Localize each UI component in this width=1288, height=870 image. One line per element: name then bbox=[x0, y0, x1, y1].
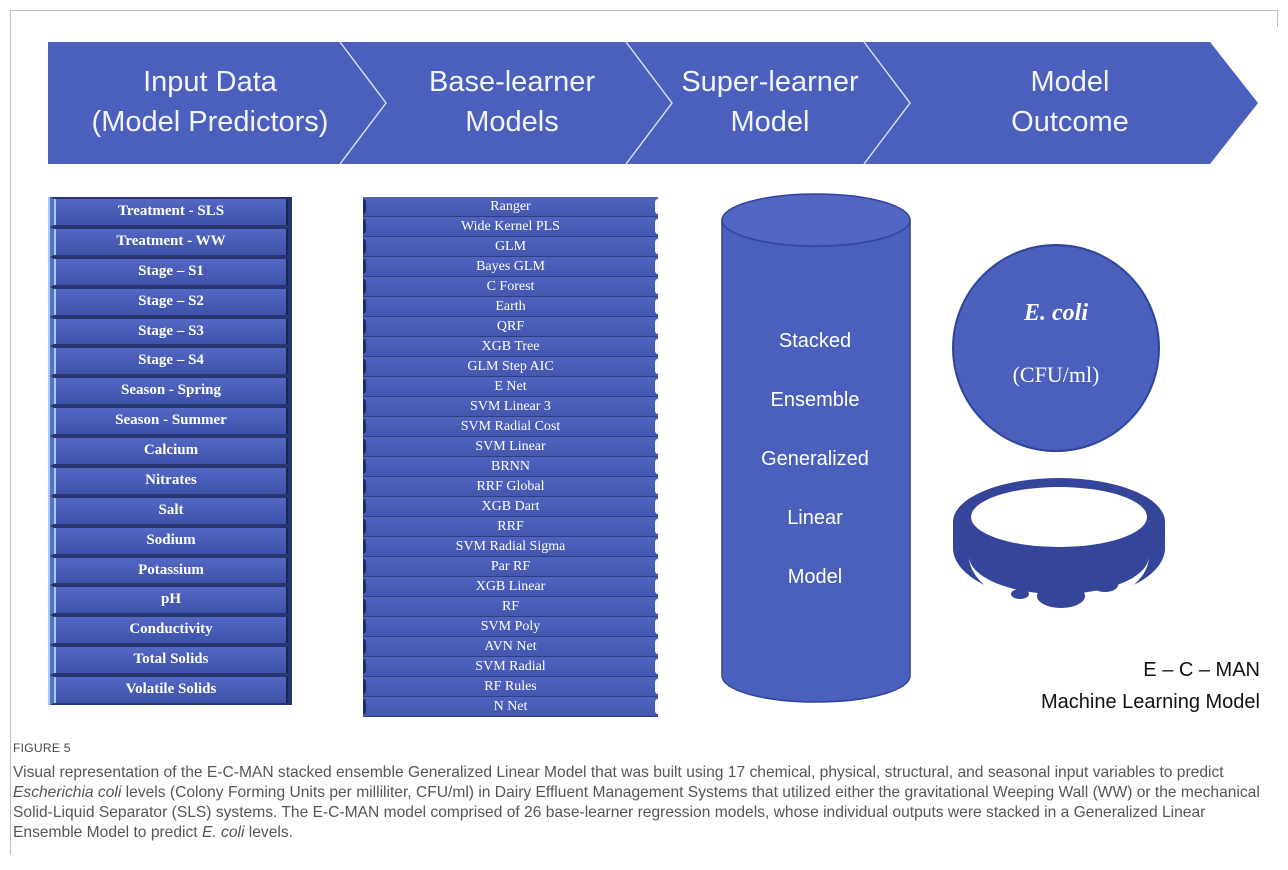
caption-italic: Escherichia coli bbox=[13, 784, 122, 801]
caption-text: levels (Colony Forming Units per millili… bbox=[13, 784, 1260, 841]
predictor-item: Season - Spring bbox=[50, 376, 292, 407]
predictor-item: Season - Summer bbox=[50, 406, 292, 437]
caption-text: levels. bbox=[244, 824, 293, 841]
predictor-item: Total Solids bbox=[50, 645, 292, 676]
predictor-item: Volatile Solids bbox=[50, 675, 292, 705]
outcome-title: E. coli bbox=[1024, 300, 1088, 326]
stage-model-outcome: Model Outcome bbox=[960, 62, 1180, 142]
outcome-unit: (CFU/ml) bbox=[1012, 362, 1100, 387]
cylinder-line-4: Linear bbox=[787, 507, 843, 529]
stage-line-2: Outcome bbox=[1011, 106, 1129, 138]
cylinder-line-5: Model bbox=[787, 566, 843, 588]
chevron-divider-3 bbox=[863, 41, 911, 165]
stage-line-2: Model bbox=[730, 106, 810, 138]
base-model-item: RF Rules bbox=[363, 677, 658, 697]
base-model-item: Par RF bbox=[363, 557, 658, 577]
base-model-item: SVM Radial Sigma bbox=[363, 537, 658, 557]
base-model-item: GLM bbox=[363, 237, 658, 257]
figure-frame bbox=[10, 10, 1278, 855]
stage-line-1: Input Data bbox=[143, 66, 277, 98]
base-model-item: C Forest bbox=[363, 277, 658, 297]
base-model-item: SVM Linear 3 bbox=[363, 397, 658, 417]
stage-line-2: (Model Predictors) bbox=[91, 106, 329, 138]
base-model-item: XGB Tree bbox=[363, 337, 658, 357]
base-model-item: XGB Linear bbox=[363, 577, 658, 597]
base-model-item: XGB Dart bbox=[363, 497, 658, 517]
predictor-item: Stage – S1 bbox=[50, 256, 292, 287]
caption-text: Visual representation of the E-C-MAN sta… bbox=[13, 764, 1224, 781]
predictor-item: Stage – S3 bbox=[50, 316, 292, 347]
predictor-item: Stage – S2 bbox=[50, 286, 292, 317]
flow-band bbox=[48, 42, 1258, 164]
branding-title: E – C – MAN bbox=[1143, 659, 1260, 681]
cylinder-line-2: Ensemble bbox=[770, 389, 860, 411]
stage-line-1: Base-learner bbox=[428, 66, 596, 98]
predictor-item: Calcium bbox=[50, 436, 292, 466]
stage-line-2: Models bbox=[465, 106, 559, 138]
predictor-item: Treatment - SLS bbox=[50, 197, 292, 227]
cylinder-body bbox=[721, 219, 911, 703]
chevron-divider-1 bbox=[339, 41, 387, 165]
base-model-item: AVN Net bbox=[363, 637, 658, 657]
base-model-item: Ranger bbox=[363, 197, 658, 217]
base-model-item: RF bbox=[363, 597, 658, 617]
chevron-divider-2 bbox=[625, 41, 673, 165]
figure-label: FIGURE 5 bbox=[13, 741, 71, 755]
base-model-item: GLM Step AIC bbox=[363, 357, 658, 377]
stage-super-learner: Super-learner Model bbox=[660, 62, 880, 142]
base-model-item: Earth bbox=[363, 297, 658, 317]
stage-line-1: Super-learner bbox=[681, 66, 859, 98]
branding-subtitle: Machine Learning Model bbox=[1040, 691, 1260, 713]
predictor-item: Sodium bbox=[50, 525, 292, 556]
base-model-item: SVM Radial bbox=[363, 657, 658, 677]
petri-dish-icon bbox=[953, 478, 1165, 608]
predictor-item: Treatment - WW bbox=[50, 226, 292, 257]
predictor-item: Salt bbox=[50, 495, 292, 526]
super-learner-cylinder bbox=[721, 193, 911, 703]
stage-line-1: Model bbox=[1030, 66, 1110, 98]
predictor-item: Conductivity bbox=[50, 615, 292, 646]
stage-base-learner: Base-learner Models bbox=[392, 62, 632, 142]
predictor-item: Nitrates bbox=[50, 465, 292, 496]
process-flow-arrow bbox=[48, 41, 1258, 165]
base-model-item: Wide Kernel PLS bbox=[363, 217, 658, 237]
cylinder-line-1: Stacked bbox=[778, 330, 852, 352]
base-model-item: RRF bbox=[363, 517, 658, 537]
predictor-item: Potassium bbox=[50, 555, 292, 586]
base-model-item: QRF bbox=[363, 317, 658, 337]
caption-italic: E. coli bbox=[201, 824, 245, 841]
branding: E – C – MAN Machine Learning Model bbox=[990, 656, 1260, 716]
base-model-item: Bayes GLM bbox=[363, 257, 658, 277]
base-model-item: E Net bbox=[363, 377, 658, 397]
cylinder-top bbox=[721, 193, 911, 247]
base-model-item: SVM Poly bbox=[363, 617, 658, 637]
stage-input-data: Input Data (Model Predictors) bbox=[60, 62, 360, 142]
base-model-item: SVM Linear bbox=[363, 437, 658, 457]
cylinder-line-3: Generalized bbox=[761, 448, 869, 470]
base-model-item: RRF Global bbox=[363, 477, 658, 497]
figure-caption: Visual representation of the E-C-MAN sta… bbox=[13, 763, 1275, 843]
predictor-item: pH bbox=[50, 585, 292, 616]
outcome-circle bbox=[952, 244, 1160, 452]
base-model-item: SVM Radial Cost bbox=[363, 417, 658, 437]
base-model-item: N Net bbox=[363, 697, 658, 717]
base-model-item: BRNN bbox=[363, 457, 658, 477]
predictor-item: Stage – S4 bbox=[50, 346, 292, 377]
